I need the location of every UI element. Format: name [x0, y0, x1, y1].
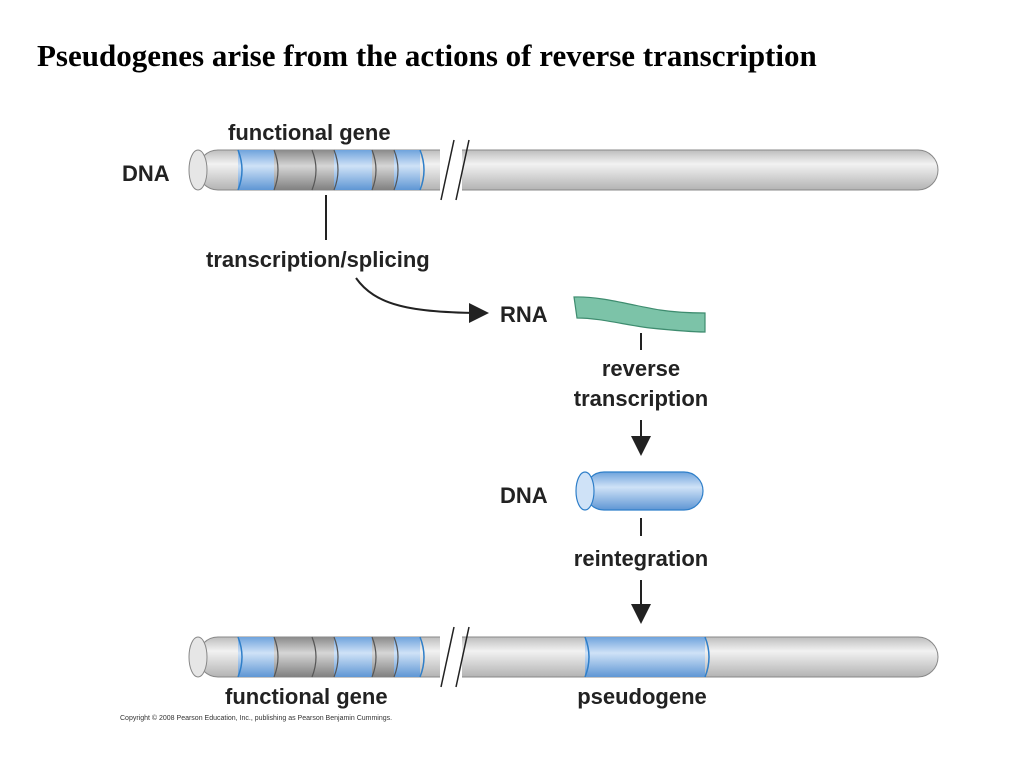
top-dna-label: DNA — [122, 161, 170, 186]
rna-strand — [573, 296, 706, 333]
top-break-marks — [440, 139, 470, 201]
pseudogene-segment — [584, 636, 710, 678]
bottom-dna-strand — [188, 626, 939, 688]
transcription-label: transcription — [574, 386, 708, 411]
copyright-notice: Copyright © 2008 Pearson Education, Inc.… — [120, 715, 393, 722]
reintegration-label: reintegration — [574, 546, 708, 571]
pseudogene-label: pseudogene — [577, 684, 707, 709]
top-functional-gene-label: functional gene — [228, 120, 391, 145]
page-title: Pseudogenes arise from the actions of re… — [37, 38, 817, 73]
top-dna-strand — [188, 139, 939, 201]
rna-label: RNA — [500, 302, 548, 327]
bottom-functional-gene-segments — [237, 636, 425, 678]
bottom-functional-gene-label: functional gene — [225, 684, 388, 709]
bottom-break-marks — [440, 626, 470, 688]
cdna-label: DNA — [500, 483, 548, 508]
transcription-splicing-label: transcription/splicing — [206, 247, 430, 272]
top-functional-gene-segments — [237, 149, 425, 191]
reverse-label: reverse — [602, 356, 680, 381]
cdna-segment — [575, 471, 704, 511]
transcription-arrow — [355, 277, 489, 323]
